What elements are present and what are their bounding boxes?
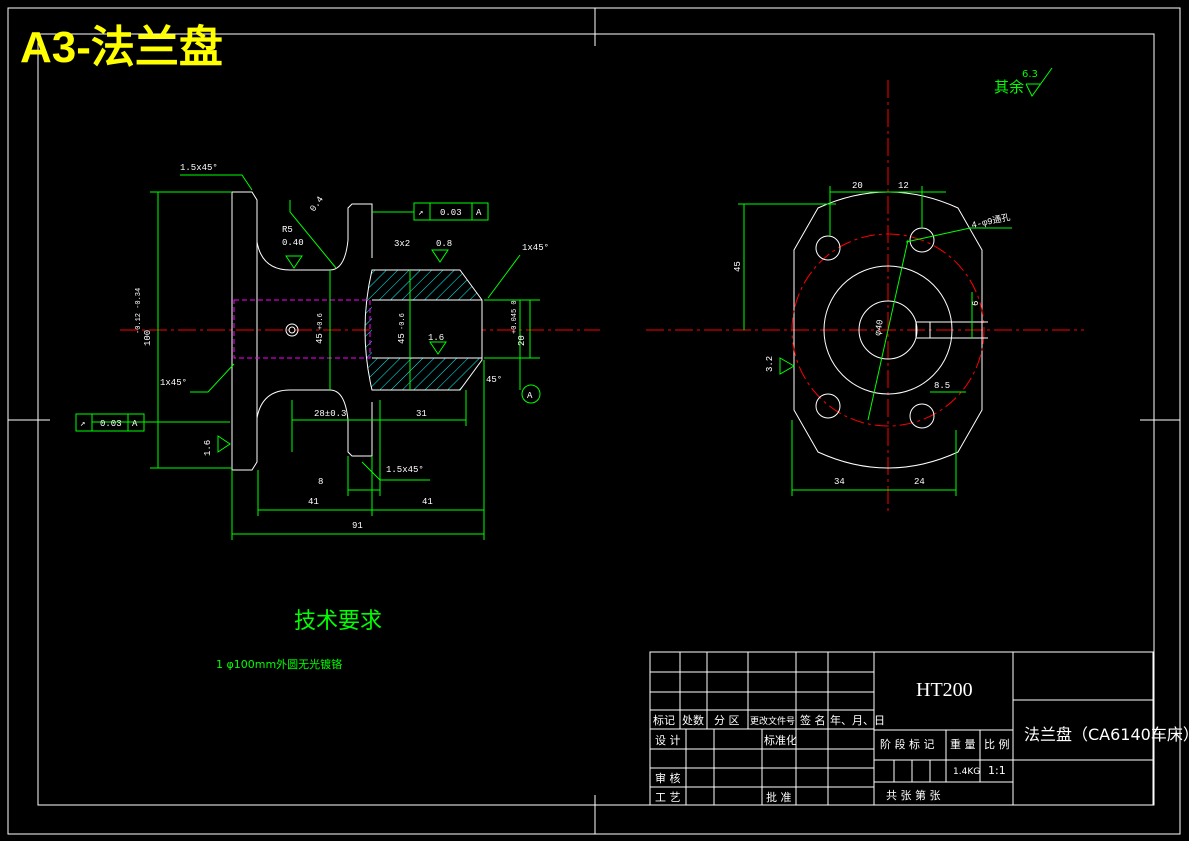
tb-process: 工 艺: [655, 791, 681, 804]
dim-rough-a: 0.8: [436, 239, 452, 249]
tech-req-item: 1 φ100mm外圆无光镀铬: [216, 657, 342, 671]
roughness-rest-label: 其余: [994, 78, 1024, 96]
dim-dia-100: 100: [143, 330, 153, 346]
dim-dia-45-right: 45: [397, 333, 407, 344]
title-block: [649, 651, 1154, 806]
dim-dia-100-tol: -0.12 -0.34: [135, 288, 143, 334]
tech-req-heading: 技术要求: [294, 609, 382, 634]
dim-chamfer-right: 1x45°: [522, 243, 549, 253]
tb-design: 设 计: [655, 734, 681, 747]
tb-weight: 1.4KG: [953, 767, 980, 777]
tb-header-0: 标记: [653, 713, 675, 727]
tol-left-value: 0.03: [100, 419, 122, 429]
dim-rough-16a: 1.6: [428, 333, 444, 343]
dim-chamfer-bottom: 1.5x45°: [386, 465, 424, 475]
roughness-rest-value: 6.3: [1022, 69, 1038, 80]
tol-top-value: 0.03: [440, 208, 462, 218]
right-end-view: [646, 80, 1084, 512]
tb-scale: 1:1: [988, 764, 1006, 777]
sheet-title: A3-法兰盘: [20, 23, 223, 72]
left-section-view: [75, 174, 600, 540]
tb-material: HT200: [916, 679, 973, 701]
dim-28: 28±0.3: [314, 409, 346, 419]
dim-chamfer-top: 1.5x45°: [180, 163, 218, 173]
dim-rough-16b: 1.6: [203, 440, 213, 456]
tol-left-datum: A: [132, 419, 138, 429]
dim-dia-20-tol: +0.045 0: [511, 300, 519, 334]
dim-radius: R5: [282, 225, 293, 235]
rv-dim-34: 34: [834, 477, 845, 487]
dim-angle-45: 45°: [486, 375, 502, 385]
dim-31: 31: [416, 409, 427, 419]
dim-dia-45-right-tol: -0.6: [399, 313, 407, 330]
rv-dim-45: 45: [733, 261, 743, 272]
rv-dim-24: 24: [914, 477, 925, 487]
rv-dia-40: φ40: [873, 319, 886, 337]
rv-dim-20: 20: [852, 181, 863, 191]
rv-dim-12: 12: [898, 181, 909, 191]
dim-91: 91: [352, 521, 363, 531]
dim-dia-20: 20: [517, 335, 527, 346]
tb-stage: 阶 段 标 记: [880, 737, 935, 751]
dim-3x2: 3x2: [394, 239, 410, 249]
dim-roughness-radius: 0.40: [282, 238, 304, 248]
tb-part-name: 法兰盘（CA6140车床）: [1024, 725, 1189, 744]
rv-dim-6: 6: [971, 301, 981, 306]
tb-header-4: 签 名: [800, 713, 826, 727]
tb-sheets: 共 张 第 张: [886, 788, 941, 802]
dim-chamfer-left: 1x45°: [160, 378, 187, 388]
rv-rough-32: 3.2: [765, 356, 775, 372]
dim-41a: 41: [308, 497, 319, 507]
tol-top-symbol: ↗: [418, 208, 423, 218]
tol-left-symbol: ↗: [80, 419, 85, 429]
dim-dia-45-left-tol: +0.6: [317, 313, 325, 330]
tolerance-frame-top: [413, 202, 489, 221]
rv-dim-85: 8.5: [934, 381, 950, 391]
dim-41b: 41: [422, 497, 433, 507]
tb-check: 审 核: [655, 771, 681, 785]
tb-header-2: 分 区: [714, 714, 740, 727]
roughness-rest-note: 其余 6.3: [994, 67, 1053, 97]
tb-scale-label: 比 例: [984, 737, 1010, 751]
datum-a: A: [527, 391, 533, 401]
dim-8: 8: [318, 477, 323, 487]
tb-header-5: 年、月、日: [830, 713, 885, 727]
tb-weight-label: 重 量: [950, 737, 976, 751]
tb-header-1: 处数: [682, 714, 704, 727]
tol-top-datum: A: [476, 208, 482, 218]
tb-header-3: 更改文件号: [750, 715, 795, 727]
tb-standard: 标准化: [764, 733, 797, 747]
tb-approve: 批 准: [766, 790, 792, 804]
dim-dia-45-left: 45: [315, 333, 325, 344]
rough-cross: 0.4: [308, 195, 325, 214]
tolerance-frame-left: [75, 413, 145, 432]
